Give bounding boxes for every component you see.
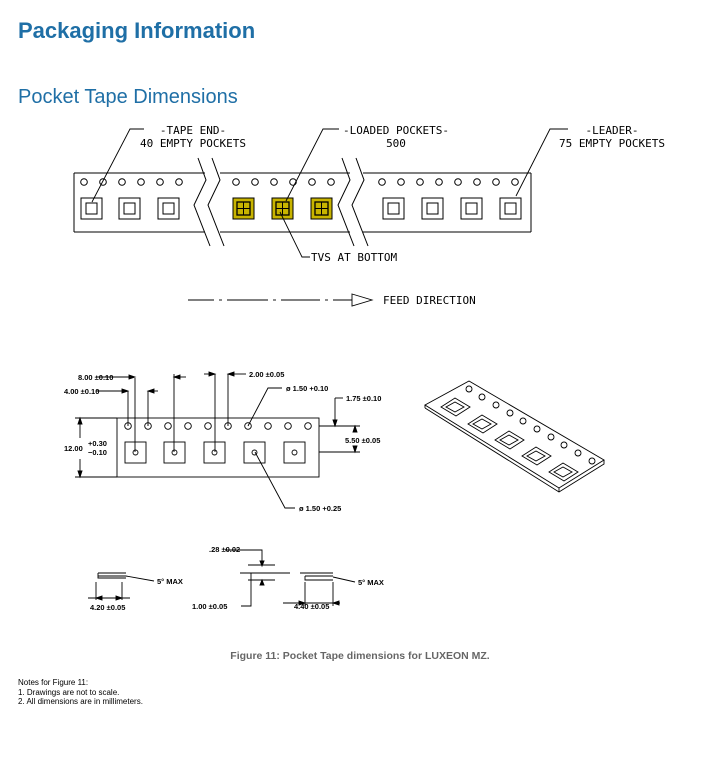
notes-title: Notes for Figure 11: xyxy=(18,678,89,687)
width-tolerance-plus: +0.30 xyxy=(88,439,107,448)
width-tolerance-minus: −0.10 xyxy=(88,448,107,457)
leader-count: 75 EMPTY POCKETS xyxy=(559,137,665,150)
note-item: 1. Drawings are not to scale. xyxy=(18,687,120,697)
page-title: Packaging Information xyxy=(18,18,256,43)
thickness-dimension: .28 ±0.02 xyxy=(209,545,240,554)
cover-offset-dimension: 1.00 ±0.05 xyxy=(192,602,227,611)
section-title: Pocket Tape Dimensions xyxy=(18,86,238,108)
hole-pitch-dimension: 2.00 ±0.05 xyxy=(249,370,284,379)
pocket-hole-dimension: ø 1.50 +0.25 xyxy=(299,504,341,513)
loaded-title: -LOADED POCKETS- xyxy=(343,124,449,137)
loaded-count: 500 xyxy=(386,137,406,150)
figure-notes: Notes for Figure 11: 1. Drawings are not… xyxy=(18,678,143,707)
isometric-tape xyxy=(424,380,605,493)
edge-offset-dimension: 1.75 ±0.10 xyxy=(346,394,381,403)
pocket-length-dimension: 4.40 ±0.05 xyxy=(294,602,329,611)
center-offset-dimension: 5.50 ±0.05 xyxy=(345,436,380,445)
tape-end-count: 40 EMPTY POCKETS xyxy=(140,137,246,150)
hole-diameter-dimension: ø 1.50 +0.10 xyxy=(286,384,328,393)
sprocket-pitch-dimension: 4.00 ±0.10 xyxy=(64,387,99,396)
figure-caption: Figure 11: Pocket Tape dimensions for LU… xyxy=(230,650,490,662)
leader-title: -LEADER- xyxy=(586,124,639,137)
tape-end-title: -TAPE END- xyxy=(160,124,226,137)
pitch-dimension: 8.00 ±0.10 xyxy=(78,373,113,382)
pocket-depth-dimension: 4.20 ±0.05 xyxy=(90,603,125,612)
tvs-label: TVS AT BOTTOM xyxy=(311,251,397,264)
note-item: 2. All dimensions are in millimeters. xyxy=(18,697,143,706)
angle-left: 5° MAX xyxy=(157,577,183,586)
feed-direction-label: FEED DIRECTION xyxy=(383,294,476,307)
width-dimension: 12.00 xyxy=(64,444,83,453)
angle-right: 5° MAX xyxy=(358,578,384,587)
loaded-pockets xyxy=(232,197,333,220)
